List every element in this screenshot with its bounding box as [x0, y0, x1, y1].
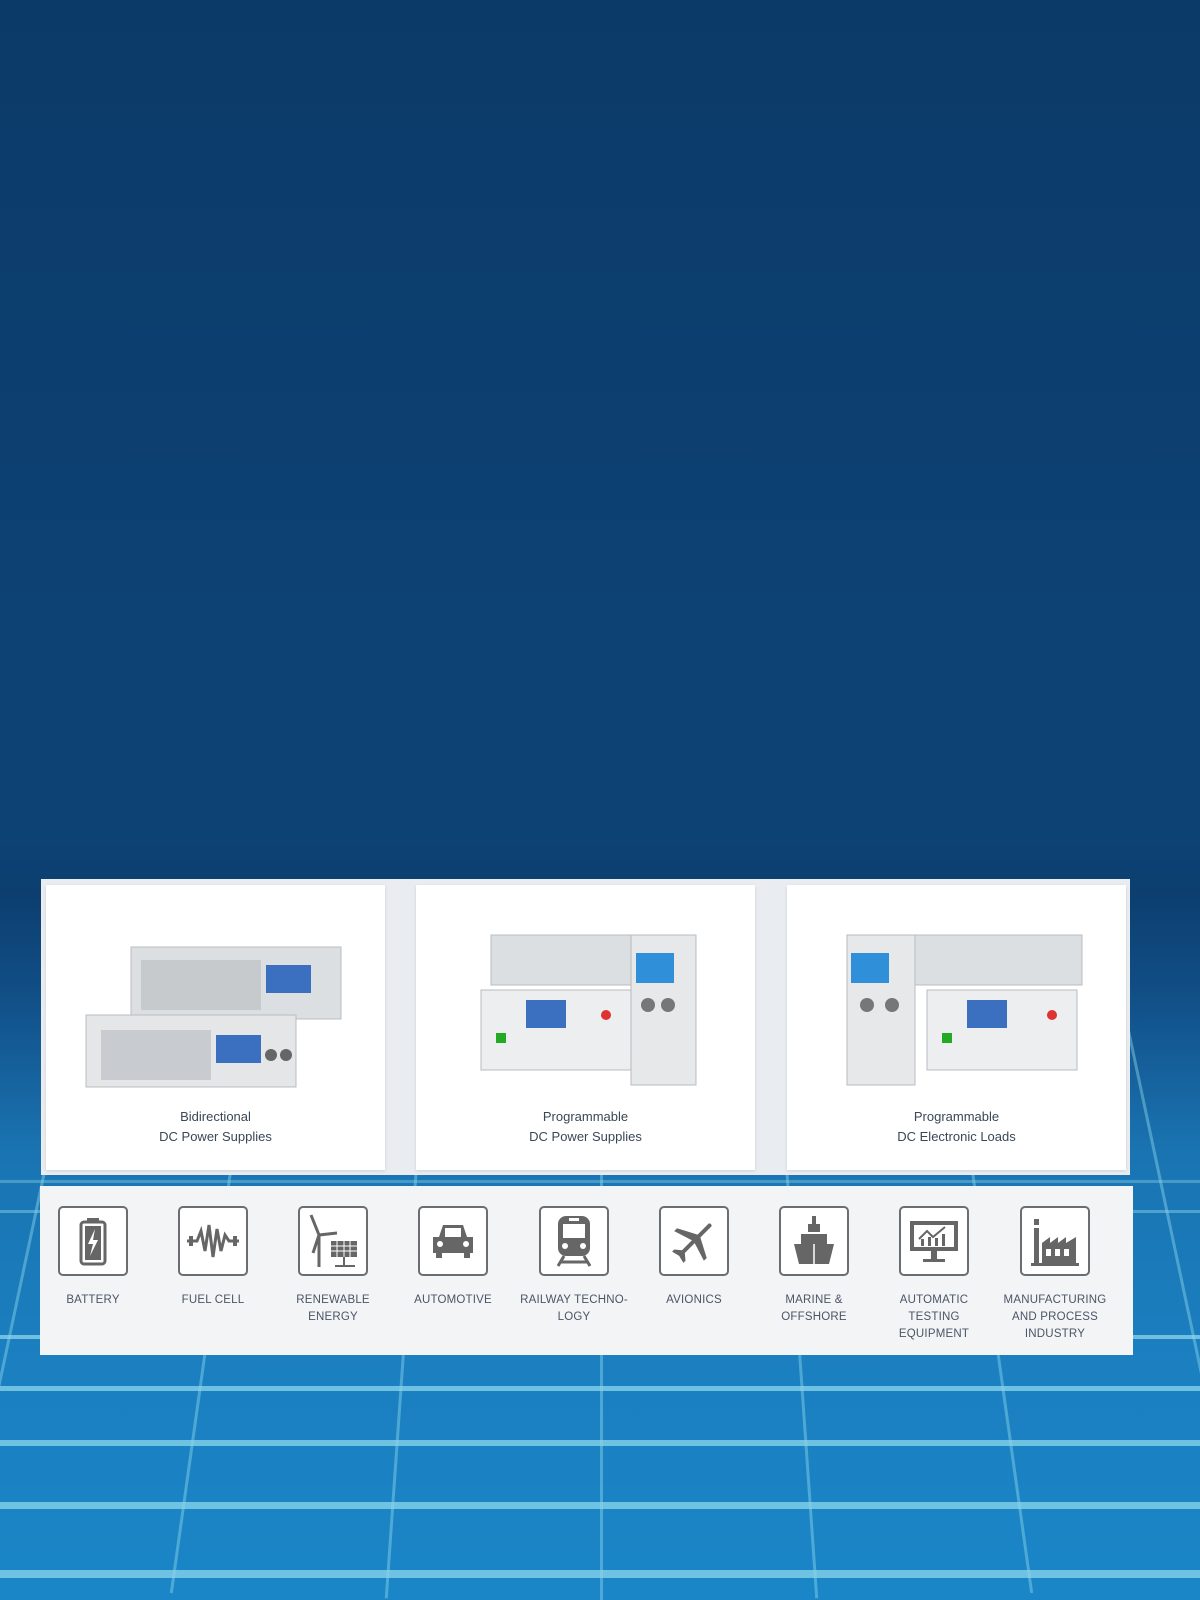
industry-fuel-cell[interactable]: FUEL CELL [153, 1206, 273, 1309]
product-title-line2: DC Power Supplies [159, 1129, 272, 1144]
industry-label: MANUFACTURING AND PROCESS INDUSTRY [1003, 1294, 1107, 1340]
fuel-cell-icon [178, 1206, 248, 1276]
industry-manufacturing[interactable]: MANUFACTURING AND PROCESS INDUSTRY [995, 1206, 1115, 1343]
industry-label: MARINE & OFFSHORE [781, 1294, 847, 1323]
monitor-chart-icon [899, 1206, 969, 1276]
product-title-line1: Bidirectional [180, 1109, 251, 1124]
industry-railway[interactable]: RAILWAY TECHNO- LOGY [514, 1206, 634, 1326]
airplane-icon [659, 1206, 729, 1276]
product-card-electronic-loads[interactable]: Programmable DC Electronic Loads [787, 885, 1126, 1170]
industry-label: FUEL CELL [181, 1294, 245, 1306]
industry-label: BATTERY [66, 1294, 120, 1306]
industry-avionics[interactable]: AVIONICS [634, 1206, 754, 1309]
industry-automotive[interactable]: AUTOMOTIVE [393, 1206, 513, 1309]
industry-automatic-testing[interactable]: AUTOMATIC TESTING EQUIPMENT [874, 1206, 994, 1343]
ship-icon [779, 1206, 849, 1276]
battery-icon [58, 1206, 128, 1276]
industry-label: AUTOMATIC TESTING EQUIPMENT [898, 1294, 970, 1340]
industry-label: AUTOMOTIVE [414, 1294, 492, 1306]
product-title-line1: Programmable [913, 1109, 1000, 1124]
electronic-load-image [846, 934, 1083, 1086]
train-icon [539, 1206, 609, 1276]
product-cards: Bidirectional DC Power Supplies Programma… [41, 879, 1130, 1175]
programmable-power-supply-image [480, 934, 697, 1086]
car-icon [418, 1206, 488, 1276]
wind-solar-icon [298, 1206, 368, 1276]
bidirectional-power-supply-image [85, 946, 342, 1088]
product-title-line2: DC Power Supplies [529, 1129, 642, 1144]
industry-label: RAILWAY TECHNO- LOGY [520, 1294, 628, 1323]
factory-icon [1020, 1206, 1090, 1276]
product-title-line2: DC Electronic Loads [897, 1129, 1016, 1144]
product-card-power-supplies[interactable]: Programmable DC Power Supplies [416, 885, 755, 1170]
product-card-bidirectional[interactable]: Bidirectional DC Power Supplies [46, 885, 385, 1170]
industry-label: AVIONICS [666, 1294, 722, 1306]
product-title-line1: Programmable [542, 1109, 629, 1124]
industry-battery[interactable]: BATTERY [33, 1206, 153, 1309]
industry-label: RENEWABLE ENERGY [296, 1294, 370, 1323]
industry-renewable-energy[interactable]: RENEWABLE ENERGY [273, 1206, 393, 1326]
industry-marine[interactable]: MARINE & OFFSHORE [754, 1206, 874, 1326]
industries-panel: BATTERY FUEL CELL RENEWABLE ENERGY AUTOM… [40, 1186, 1133, 1355]
